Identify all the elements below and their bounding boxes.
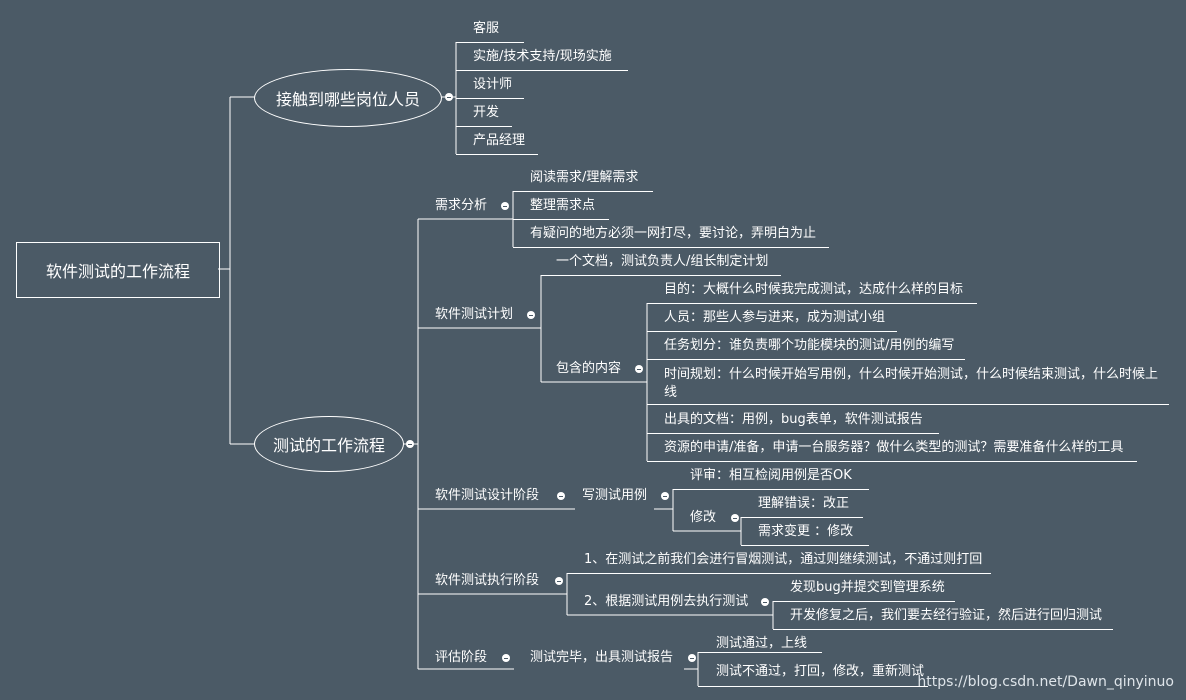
watermark: https://blog.csdn.net/Dawn_qinyinuo xyxy=(917,674,1174,690)
report-item[interactable]: 测试不通过，打回，修改，重新测试 xyxy=(716,664,925,679)
test-report[interactable]: 测试完毕，出具测试报告 xyxy=(530,650,674,665)
collapse-toggle-icon[interactable] xyxy=(688,654,696,662)
topic-underline xyxy=(456,98,524,99)
demand-item[interactable]: 阅读需求/理解需求 xyxy=(530,170,639,185)
branch-contact-roles[interactable]: 接触到哪些岗位人员 xyxy=(254,69,442,127)
content-task-division[interactable]: 任务划分：谁负责哪个功能模块的测试/用例的编写 xyxy=(664,338,955,353)
plan-contents[interactable]: 包含的内容 xyxy=(556,361,622,376)
content-resources[interactable]: 资源的申请/准备，申请一台服务器？做什么类型的测试？需要准备什么样的工具 xyxy=(664,440,1124,455)
stage-demand-analysis[interactable]: 需求分析 xyxy=(435,198,488,213)
write-test-cases[interactable]: 写测试用例 xyxy=(582,488,648,503)
root-topic[interactable]: 软件测试的工作流程 xyxy=(16,242,220,298)
topic-underline xyxy=(513,191,653,192)
execute-step-smoke[interactable]: 1、在测试之前我们会进行冒烟测试，通过则继续测试，不通过则打回 xyxy=(584,552,983,567)
topic-underline xyxy=(647,359,965,360)
topic-underline xyxy=(567,573,991,574)
topic-underline xyxy=(513,219,609,220)
plan-document[interactable]: 一个文档，测试负责人/组长制定计划 xyxy=(556,254,769,269)
topic-underline xyxy=(773,601,955,602)
collapse-toggle-icon[interactable] xyxy=(555,577,563,585)
collapse-toggle-icon[interactable] xyxy=(501,202,509,210)
collapse-toggle-icon[interactable] xyxy=(406,440,414,448)
stage-test-execution[interactable]: 软件测试执行阶段 xyxy=(435,573,540,588)
run-item[interactable]: 开发修复之后，我们要去经行验证，然后进行回归测试 xyxy=(790,608,1103,623)
execute-step-run[interactable]: 2、根据测试用例去执行测试 xyxy=(584,594,749,609)
topic-underline xyxy=(673,489,869,490)
topic-underline xyxy=(741,545,869,546)
demand-item[interactable]: 有疑问的地方必须一网打尽，要讨论，弄明白为止 xyxy=(530,226,817,241)
role-product-manager[interactable]: 产品经理 xyxy=(473,133,526,148)
collapse-toggle-icon[interactable] xyxy=(502,654,510,662)
design-modify[interactable]: 修改 xyxy=(690,510,717,525)
topic-underline xyxy=(773,629,1113,630)
topic-underline xyxy=(456,126,512,127)
report-item[interactable]: 测试通过，上线 xyxy=(716,636,808,651)
content-personnel[interactable]: 人员：那些人参与进来，成为测试小组 xyxy=(664,310,886,325)
topic-underline xyxy=(647,404,1169,405)
content-purpose[interactable]: 目的：大概什么时候我完成测试，达成什么样的目标 xyxy=(664,282,964,297)
topic-underline xyxy=(456,154,538,155)
stage-test-design[interactable]: 软件测试设计阶段 xyxy=(435,488,540,503)
topic-underline xyxy=(647,303,977,304)
collapse-toggle-icon[interactable] xyxy=(731,514,739,522)
collapse-toggle-icon[interactable] xyxy=(661,492,669,500)
collapse-toggle-icon[interactable] xyxy=(635,365,643,373)
content-documents[interactable]: 出具的文档：用例，bug表单，软件测试报告 xyxy=(664,412,923,427)
topic-underline xyxy=(456,42,524,43)
demand-item[interactable]: 整理需求点 xyxy=(530,198,596,213)
branch-test-workflow[interactable]: 测试的工作流程 xyxy=(254,416,404,472)
collapse-toggle-icon[interactable] xyxy=(527,311,535,319)
topic-underline xyxy=(456,70,628,71)
modify-item[interactable]: 需求变更 ：修改 xyxy=(758,524,854,539)
topic-underline xyxy=(698,652,822,653)
collapse-toggle-icon[interactable] xyxy=(761,598,769,606)
design-review[interactable]: 评审：相互检阅用例是否OK xyxy=(690,468,852,483)
topic-underline xyxy=(647,433,939,434)
collapse-toggle-icon[interactable] xyxy=(557,492,565,500)
modify-item[interactable]: 理解错误：改正 xyxy=(758,496,850,511)
topic-underline xyxy=(513,247,829,248)
role-developer[interactable]: 开发 xyxy=(473,105,500,120)
role-customer-service[interactable]: 客服 xyxy=(473,21,500,36)
content-schedule[interactable]: 时间规划：什么时候开始写用例，什么时候开始测试，什么时候结束测试，什么时候上线 xyxy=(664,367,1159,400)
collapse-toggle-icon[interactable] xyxy=(445,93,453,101)
topic-underline xyxy=(698,686,928,687)
topic-underline xyxy=(741,517,863,518)
topic-underline xyxy=(541,275,781,276)
topic-underline xyxy=(647,461,1137,462)
stage-evaluation[interactable]: 评估阶段 xyxy=(435,650,488,665)
role-implementation-support[interactable]: 实施/技术支持/现场实施 xyxy=(473,49,612,64)
topic-underline xyxy=(647,331,897,332)
stage-test-plan[interactable]: 软件测试计划 xyxy=(435,307,514,322)
run-item[interactable]: 发现bug并提交到管理系统 xyxy=(790,580,945,595)
role-designer[interactable]: 设计师 xyxy=(473,77,513,92)
